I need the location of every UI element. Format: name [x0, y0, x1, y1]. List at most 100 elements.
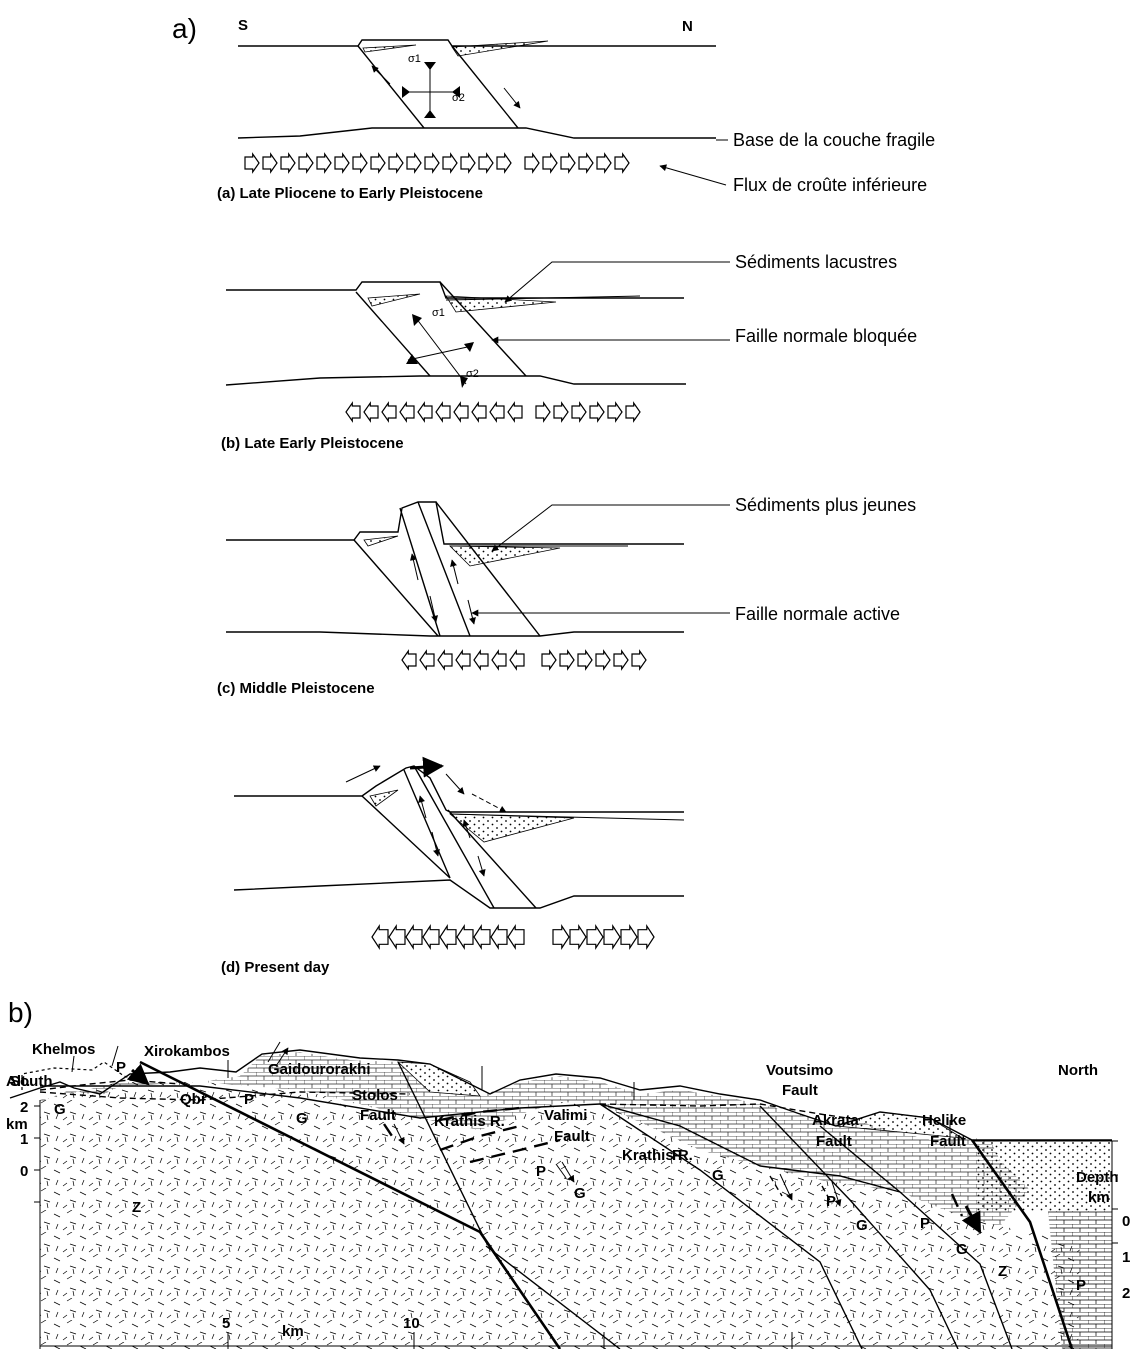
- flow-arrow-left: [363, 401, 379, 423]
- unit-p-5: P: [826, 1193, 836, 1210]
- flow-arrow-left: [471, 401, 487, 423]
- label-sediments-lacustres: Sédiments lacustres: [735, 252, 897, 272]
- flow-arrow-left: [507, 923, 525, 951]
- flow-arrow-right: [388, 152, 404, 174]
- flow-arrow-right: [524, 152, 540, 174]
- flow-arrows-a: [244, 152, 630, 174]
- stress-cross-b: [406, 314, 474, 388]
- label-north: North: [1058, 1062, 1098, 1079]
- flow-arrow-left: [473, 923, 491, 951]
- flow-arrow-left: [453, 401, 469, 423]
- flow-arrow-right: [578, 152, 594, 174]
- alt-axis-unit: km: [6, 1116, 28, 1133]
- label-faille-active: Faille normale active: [735, 604, 900, 624]
- flow-arrow-left: [489, 401, 505, 423]
- depth-axis: [1111, 1140, 1118, 1349]
- flow-arrow-right: [442, 152, 458, 174]
- flow-arrow-right: [406, 152, 422, 174]
- flow-arrow-right: [370, 152, 386, 174]
- cross-section: [9, 1041, 1112, 1349]
- altitude-axis: [34, 1100, 41, 1349]
- sigma1-label-a: σ1: [408, 53, 421, 65]
- caption-stage-b: (b) Late Early Pleistocene: [221, 435, 404, 452]
- label-voutsimo-fault: Fault: [782, 1082, 818, 1099]
- label-krathis-1: Krathis R.: [434, 1113, 505, 1130]
- flow-arrow-right: [541, 649, 557, 671]
- flow-arrow-right: [614, 152, 630, 174]
- flow-arrow-left: [422, 923, 440, 951]
- leader-flux: [659, 164, 727, 186]
- depth-tick-0: 0: [1122, 1213, 1130, 1230]
- caption-stage-c: (c) Middle Pleistocene: [217, 680, 375, 697]
- flow-arrow-left: [399, 401, 415, 423]
- flow-arrow-right: [552, 923, 570, 951]
- flow-arrow-right: [613, 649, 629, 671]
- flow-arrow-left: [435, 401, 451, 423]
- label-south: South: [10, 1073, 53, 1090]
- flow-arrow-left: [417, 401, 433, 423]
- label-flux: Flux de croûte inférieure: [733, 175, 927, 195]
- unit-z-2: Z: [998, 1263, 1007, 1280]
- scale-tick-10: 10: [403, 1315, 420, 1332]
- flow-arrow-left: [473, 649, 489, 671]
- unit-g-6: G: [956, 1241, 968, 1258]
- flow-arrow-right: [625, 401, 641, 423]
- flow-arrow-left: [371, 923, 389, 951]
- sigma2-label-b: σ2: [466, 368, 479, 380]
- flow-arrows-d: [371, 923, 655, 951]
- flow-arrow-right: [637, 923, 655, 951]
- leader-lacustres: [504, 261, 730, 303]
- flow-arrow-right: [460, 152, 476, 174]
- label-helike-fault: Fault: [930, 1133, 966, 1150]
- depth-tick-2: 2: [1122, 1285, 1130, 1302]
- flow-arrow-right: [478, 152, 494, 174]
- scale-unit: km: [282, 1323, 304, 1340]
- flow-arrow-left: [388, 923, 406, 951]
- sigma1-label-b: σ1: [432, 307, 445, 319]
- flow-arrow-right: [535, 401, 551, 423]
- alt-axis-title: Alt.: [6, 1073, 30, 1090]
- panel-a-label: a): [172, 13, 197, 44]
- leader-jeunes: [491, 504, 730, 552]
- flow-arrow-right: [596, 152, 612, 174]
- caption-stage-d: (d) Present day: [221, 959, 330, 976]
- label-voutsimo: Voutsimo: [766, 1062, 833, 1079]
- label-faille-bloquee: Faille normale bloquée: [735, 326, 917, 346]
- depth-tick-1: 1: [1122, 1249, 1130, 1266]
- unit-p-6: P: [920, 1215, 930, 1232]
- flow-arrow-right: [553, 401, 569, 423]
- label-base-couche: Base de la couche fragile: [733, 130, 935, 150]
- label-xirokambos: Xirokambos: [144, 1043, 230, 1060]
- unit-g-3: G: [574, 1185, 586, 1202]
- flow-arrow-left: [345, 401, 361, 423]
- unit-g-5: G: [856, 1217, 868, 1234]
- unit-z-1: Z: [132, 1199, 141, 1216]
- unit-g-4: G: [712, 1167, 724, 1184]
- south-letter: S: [238, 17, 248, 34]
- label-valimi-fault: Fault: [554, 1128, 590, 1145]
- stage-b-diagram: σ1 σ2: [225, 281, 686, 388]
- flow-arrow-left: [509, 649, 525, 671]
- label-qbr: Qbr: [180, 1091, 207, 1108]
- stage-a-diagram: σ1 σ2: [237, 39, 716, 139]
- flow-arrow-right: [280, 152, 296, 174]
- flow-arrow-right: [334, 152, 350, 174]
- flow-arrow-right: [298, 152, 314, 174]
- flow-arrow-right: [586, 923, 604, 951]
- flow-arrow-right: [559, 649, 575, 671]
- flow-arrow-right: [577, 649, 593, 671]
- stage-d-diagram: [233, 756, 685, 909]
- flow-arrow-left: [491, 649, 507, 671]
- stress-cross-a: [402, 62, 460, 118]
- flow-arrow-left: [455, 649, 471, 671]
- sigma2-label-a: σ2: [452, 92, 465, 104]
- flow-arrows-c: [401, 649, 647, 671]
- flow-arrow-right: [560, 152, 576, 174]
- flow-arrow-right: [595, 649, 611, 671]
- label-helike: Helike: [922, 1112, 966, 1129]
- unit-p-3: P: [536, 1163, 546, 1180]
- alt-tick-1: 1: [20, 1131, 28, 1148]
- panel-b-label: b): [8, 997, 33, 1028]
- north-letter: N: [682, 18, 693, 35]
